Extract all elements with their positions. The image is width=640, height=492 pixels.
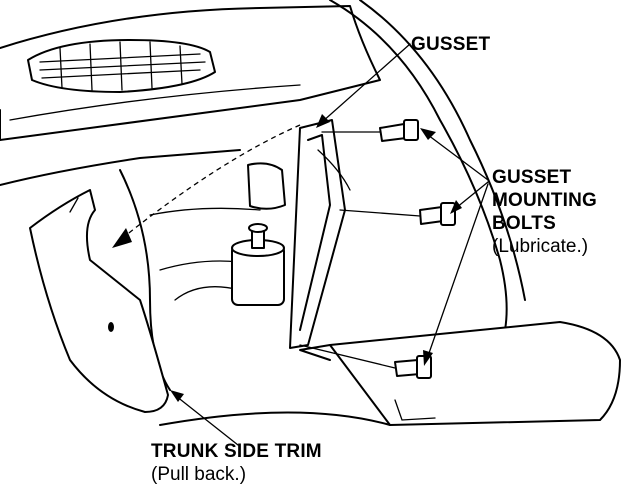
trim-removal-arrow	[112, 124, 301, 248]
trim-label: TRUNK SIDE TRIM	[151, 441, 322, 462]
bolt-top	[379, 119, 419, 142]
bolts-note: (Lubricate.)	[492, 236, 589, 257]
bolts-label-line2: MOUNTING	[492, 190, 598, 211]
trim-note: (Pull back.)	[151, 464, 247, 485]
bolt-middle	[419, 202, 456, 226]
bolts-label-line3: BOLTS	[492, 213, 556, 234]
mounting-lines	[299, 131, 421, 369]
gusset-leader	[316, 43, 411, 128]
shock-absorber	[231, 162, 286, 306]
speaker-grille	[27, 39, 216, 93]
trunk-sill	[159, 321, 621, 426]
trim-leader	[170, 390, 239, 446]
gusset-bracket	[289, 119, 351, 349]
bolts-leaders	[420, 128, 489, 366]
rear-shelf	[0, 5, 381, 141]
trunk-side-trim-panel	[29, 189, 169, 413]
gusset-label: GUSSET	[411, 34, 491, 55]
bolts-label-line1: GUSSET	[492, 167, 572, 188]
body-panel	[0, 0, 526, 331]
